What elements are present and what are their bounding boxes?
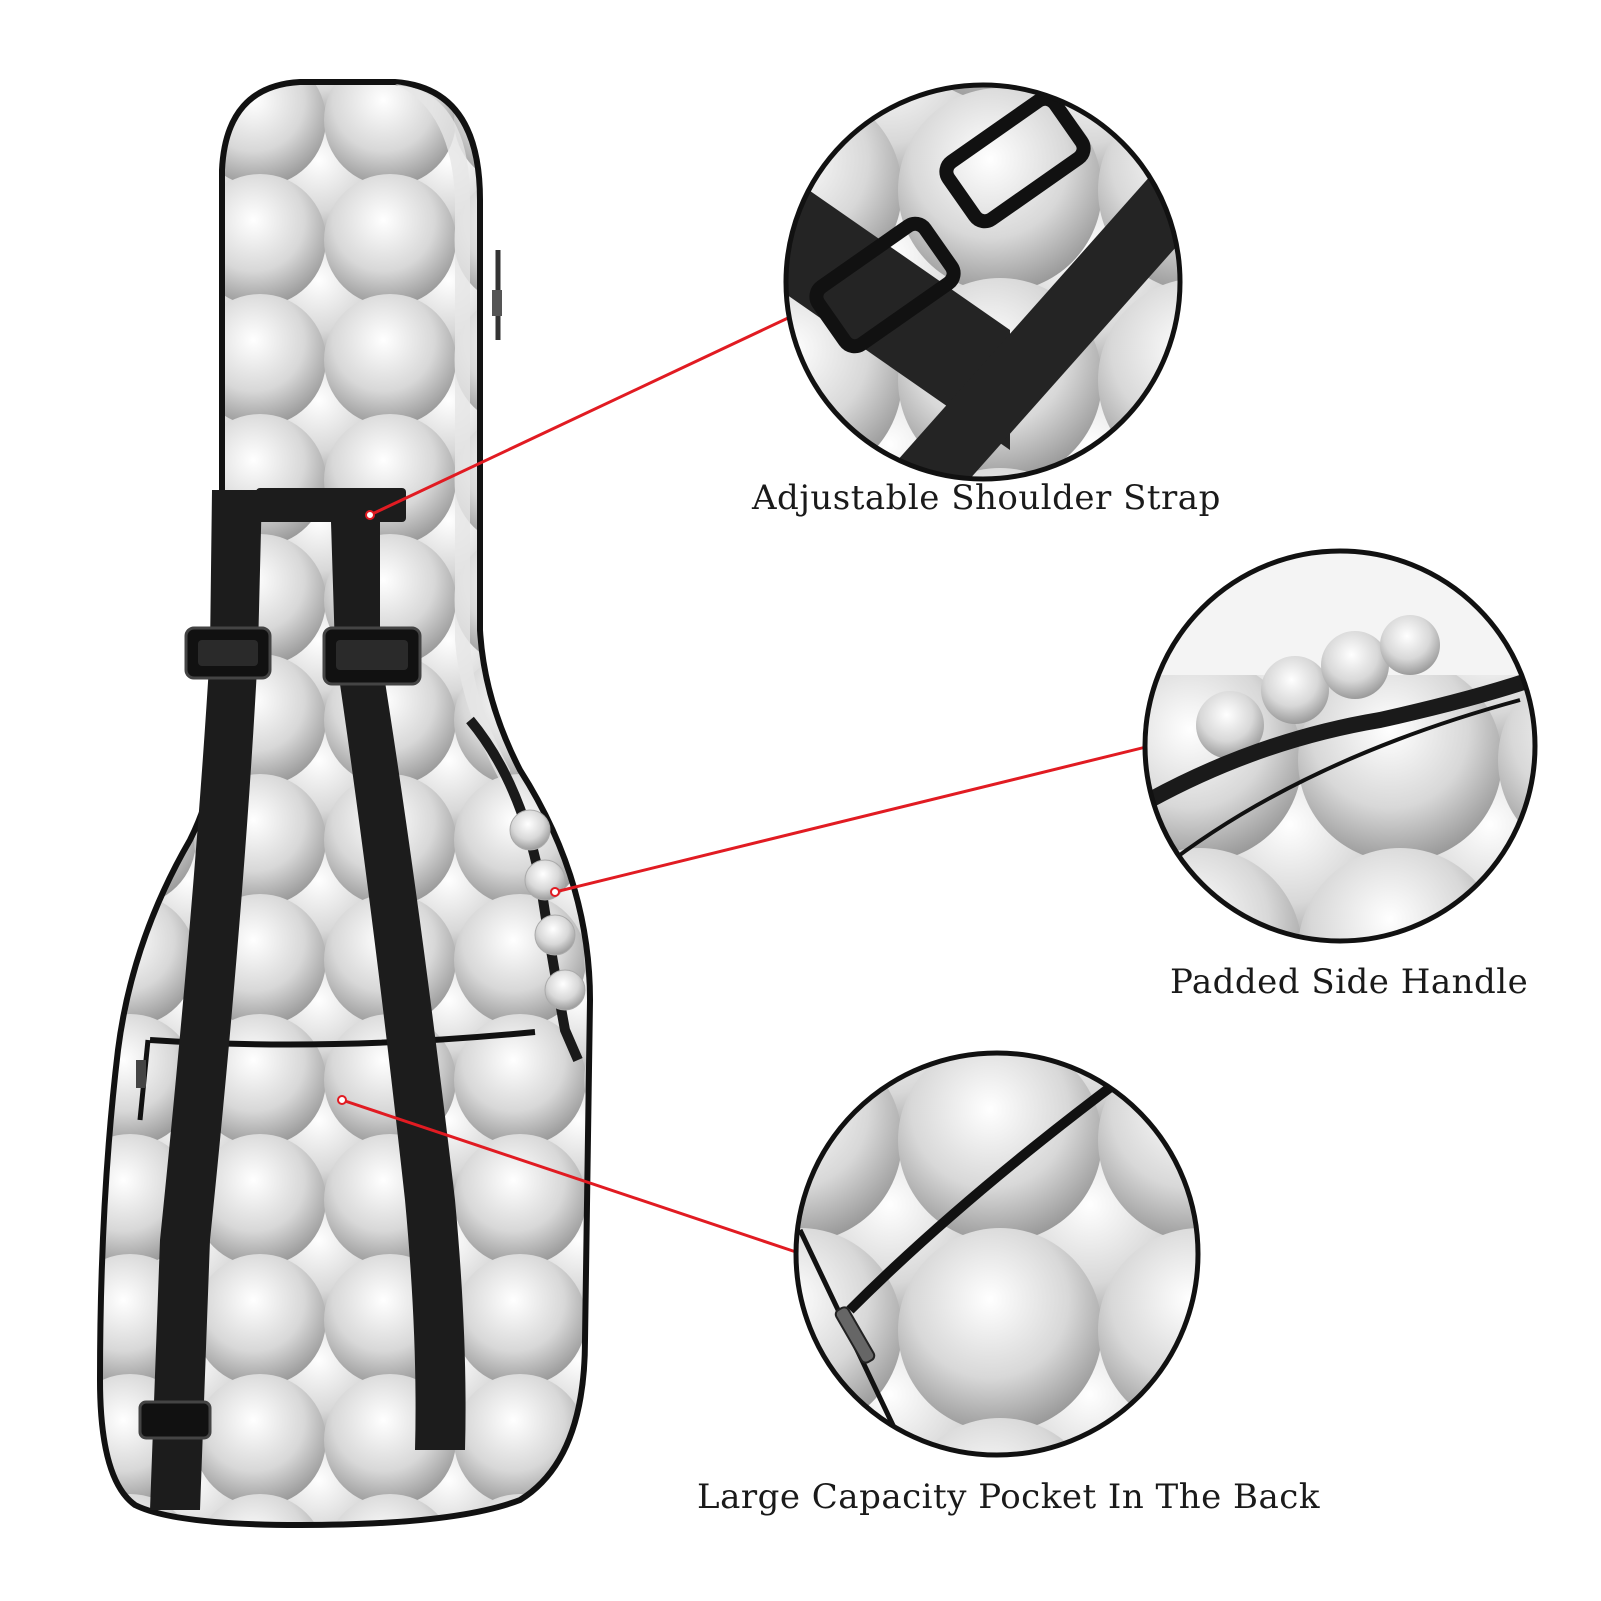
pocket-zipper-detail (846, 1076, 1124, 1314)
bottom-strap-buckle-icon (138, 1400, 212, 1440)
callout-label-back-pocket: Large Capacity Pocket In The Back (697, 1477, 1320, 1517)
strap-slider-icon (939, 91, 1091, 229)
zipper-pull-icon (492, 290, 502, 316)
strap-slider-icon (809, 216, 961, 354)
detail-circle-pocket (793, 1050, 1201, 1458)
leader-line-strap (369, 316, 789, 517)
left-shoulder-strap (150, 490, 262, 1510)
right-shoulder-strap (330, 490, 466, 1450)
leader-lines (337, 316, 1147, 1254)
detail-circle-strap (783, 82, 1183, 482)
left-strap-buckle-icon (184, 626, 272, 680)
right-strap-buckle-icon (322, 626, 422, 686)
zipper-pull-icon (834, 1306, 876, 1364)
handle-strap (1146, 672, 1533, 808)
callout-label-side-handle: Padded Side Handle (1170, 962, 1529, 1002)
leader-line-handle (554, 745, 1147, 894)
zipper-pull-icon (136, 1060, 146, 1088)
detail-circle-handle (1142, 548, 1538, 944)
gig-bag (96, 79, 594, 1529)
callout-label-shoulder-strap: Adjustable Shoulder Strap (752, 478, 1221, 518)
leader-line-pocket (341, 1098, 797, 1254)
